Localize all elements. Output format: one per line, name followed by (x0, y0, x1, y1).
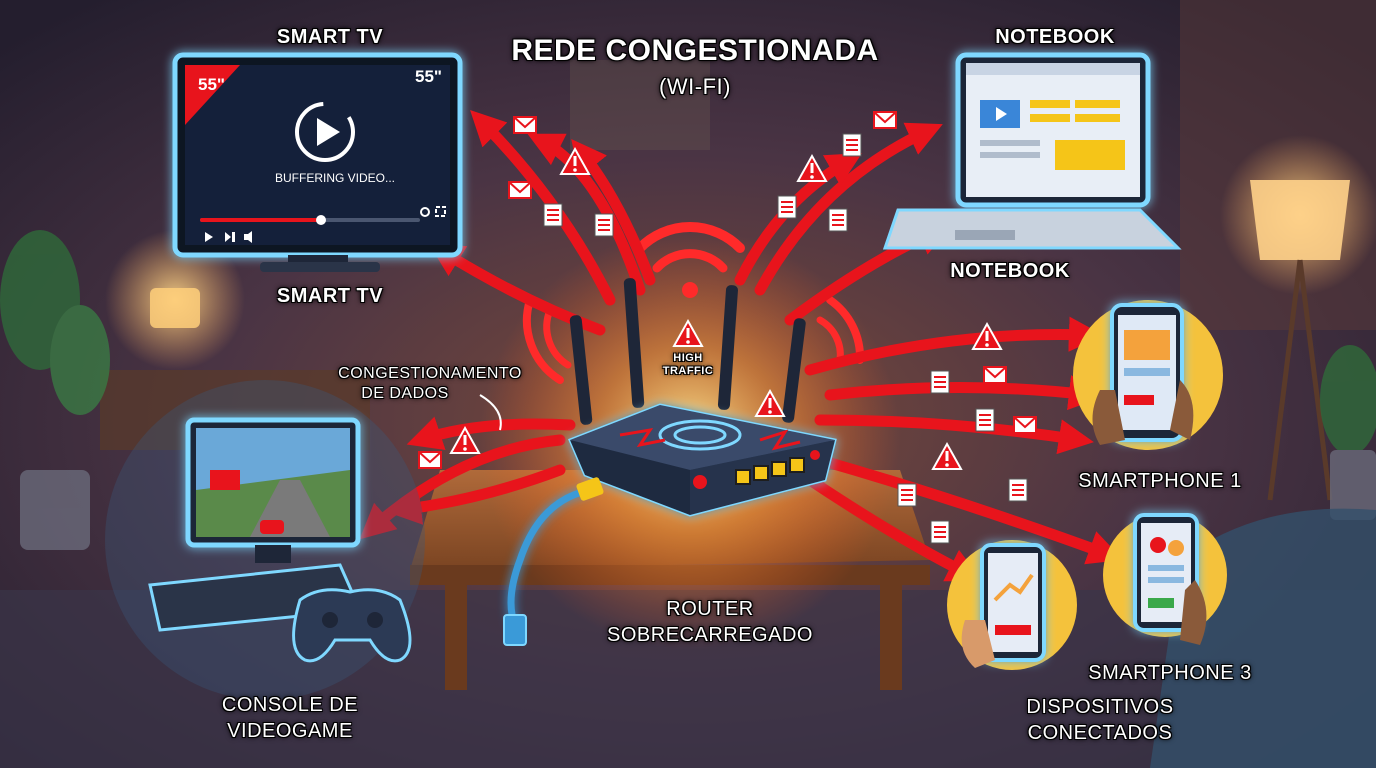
right-lamp-shade (1250, 180, 1350, 260)
smartphone-1 (1073, 300, 1223, 450)
warning-icon (754, 388, 786, 417)
wall-frame (570, 60, 710, 150)
router-antenna (782, 318, 806, 423)
smartphone-3 (1103, 513, 1227, 645)
diagram-subtitle: (WI-FI) (659, 74, 731, 99)
label-console-line2: VIDEOGAME (227, 720, 353, 742)
document-icon (1008, 478, 1028, 502)
document-icons (543, 133, 1028, 544)
tv-progress-fill (200, 218, 321, 222)
document-icon (930, 520, 950, 544)
buffering-spinner (295, 102, 355, 162)
label-high-traffic-line1: HIGH (673, 352, 703, 364)
label-devices-line1: DISPOSITIVOS (1026, 696, 1174, 718)
console (105, 380, 425, 700)
warning-icon (559, 146, 591, 175)
tv-buffering-text: BUFFERING VIDEO... (275, 171, 395, 185)
envelope-icon (983, 366, 1007, 384)
label-router-line2: SOBRECARREGADO (607, 624, 813, 646)
router-led (693, 475, 707, 489)
warning-icons (449, 146, 1003, 470)
ethernet-cable-icon (503, 477, 604, 646)
label-smartphone-3: SMARTPHONE 3 (1088, 662, 1252, 684)
right-plant (1320, 345, 1376, 520)
warning-icon (971, 321, 1003, 350)
document-icon (930, 370, 950, 394)
label-congestion-line1: CONGESTIONAMENTO (338, 365, 522, 382)
data-flow-arrow (814, 414, 1094, 455)
data-flow-arrow (386, 464, 566, 525)
fullscreen-icon (435, 206, 446, 217)
document-icon (777, 195, 797, 219)
router-antenna (569, 315, 593, 425)
router-antenna (717, 285, 738, 410)
router-led (810, 450, 820, 460)
document-icon (975, 408, 995, 432)
label-smartphone-1: SMARTPHONE 1 (1078, 470, 1242, 492)
document-icon (842, 133, 862, 157)
warning-icon (449, 425, 481, 454)
envelope-icon (513, 116, 537, 134)
label-congestion-line2: DE DADOS (361, 385, 449, 402)
label-notebook-bottom: NOTEBOOK (950, 260, 1070, 282)
data-flow-arrow (804, 316, 1105, 376)
envelope-icon (873, 111, 897, 129)
data-flow-arrow (804, 474, 983, 582)
warning-icon (672, 318, 704, 347)
data-flow-arrow (814, 454, 1124, 565)
label-router-line1: ROUTER (666, 598, 754, 620)
data-flow-arrow (571, 139, 656, 286)
smart-tv: 55" 55" BUFFERING VIDEO... (172, 52, 463, 272)
label-console-line1: CONSOLE DE (221, 694, 359, 716)
smartphone-2 (947, 540, 1077, 670)
data-flow-arrow (527, 133, 646, 296)
router-antenna (623, 278, 645, 408)
gear-icon (420, 207, 430, 217)
envelope-icon (418, 451, 442, 469)
gamepad-icon (292, 588, 412, 663)
tv-progress-knob (316, 215, 326, 225)
left-lamp (150, 288, 200, 328)
router (568, 278, 837, 517)
congestion-pointer (479, 394, 502, 431)
label-smart-tv-top: SMART TV (276, 26, 384, 48)
document-icon (594, 213, 614, 237)
play-icon (205, 232, 213, 242)
envelope-icon (508, 181, 532, 199)
document-icon (897, 483, 917, 507)
label-devices-line2: CONECTADOS (1027, 722, 1173, 744)
envelope-icon (1013, 416, 1037, 434)
document-icon (828, 208, 848, 232)
lamp-leg (1267, 259, 1303, 501)
next-icon (225, 232, 235, 242)
label-smart-tv-bottom: SMART TV (276, 285, 384, 307)
document-icon (543, 203, 563, 227)
warning-icon (931, 441, 963, 470)
notebook (882, 52, 1182, 250)
label-notebook-top: NOTEBOOK (995, 26, 1115, 48)
label-high-traffic-line2: TRAFFIC (662, 365, 714, 377)
tv-badge-right: 55" (415, 67, 442, 86)
data-flow-arrow (406, 416, 576, 451)
lamp-leg (1297, 259, 1333, 501)
diagram-title: REDE CONGESTIONADA (511, 34, 879, 67)
left-plant (0, 230, 110, 550)
data-flow-arrow (824, 375, 1104, 411)
router-ports (735, 457, 805, 485)
play-icon (317, 118, 340, 146)
tv-badge-left: 55" (198, 75, 225, 94)
tv-badge-corner (185, 65, 240, 125)
data-flow-arrow (754, 122, 943, 296)
envelope-icons (418, 111, 1037, 469)
volume-icon (244, 231, 252, 243)
warning-icon (796, 153, 828, 182)
